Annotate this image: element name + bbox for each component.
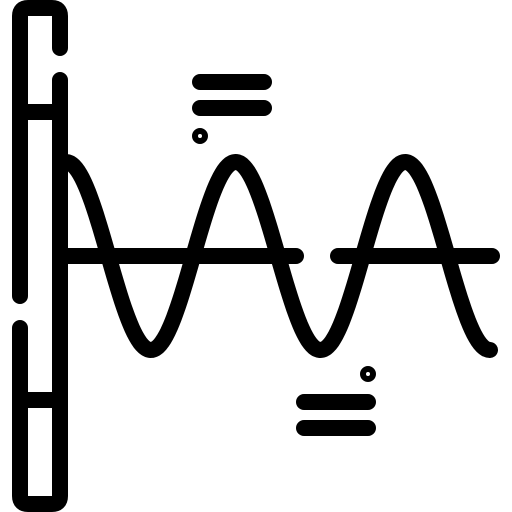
ruler-icon <box>12 0 68 512</box>
dot-upper <box>192 128 208 144</box>
sine-wave <box>58 154 498 358</box>
equals-mark-upper <box>192 74 272 144</box>
equals-mark-lower <box>296 366 376 436</box>
ruler-upper-segment <box>12 0 68 304</box>
dot-lower <box>360 366 376 382</box>
ruler-main-segment <box>12 72 68 512</box>
